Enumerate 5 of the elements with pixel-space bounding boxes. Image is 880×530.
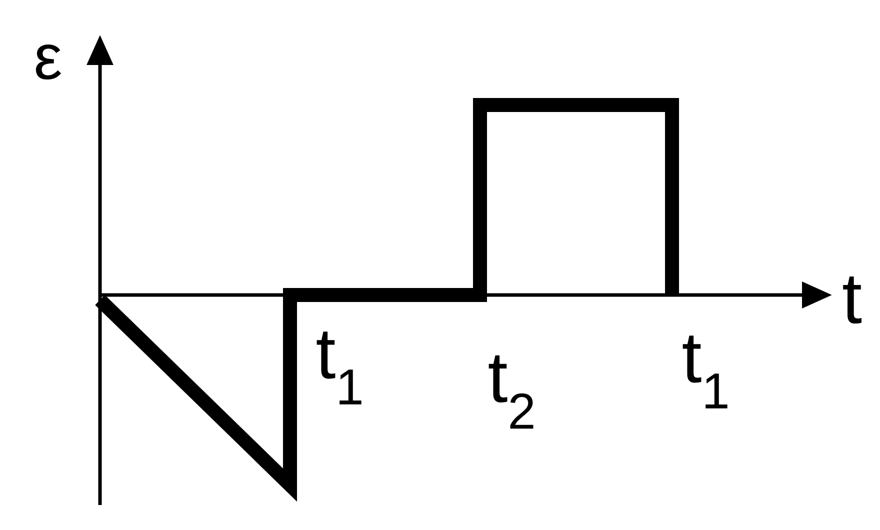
axis-label: t [843, 276, 862, 324]
axis-label: ε [36, 44, 62, 80]
time-label: t$_{2}$ [488, 355, 534, 429]
time-label: t$_{1}$ [682, 336, 728, 408]
time-label: t$_{1}$ [316, 332, 362, 404]
